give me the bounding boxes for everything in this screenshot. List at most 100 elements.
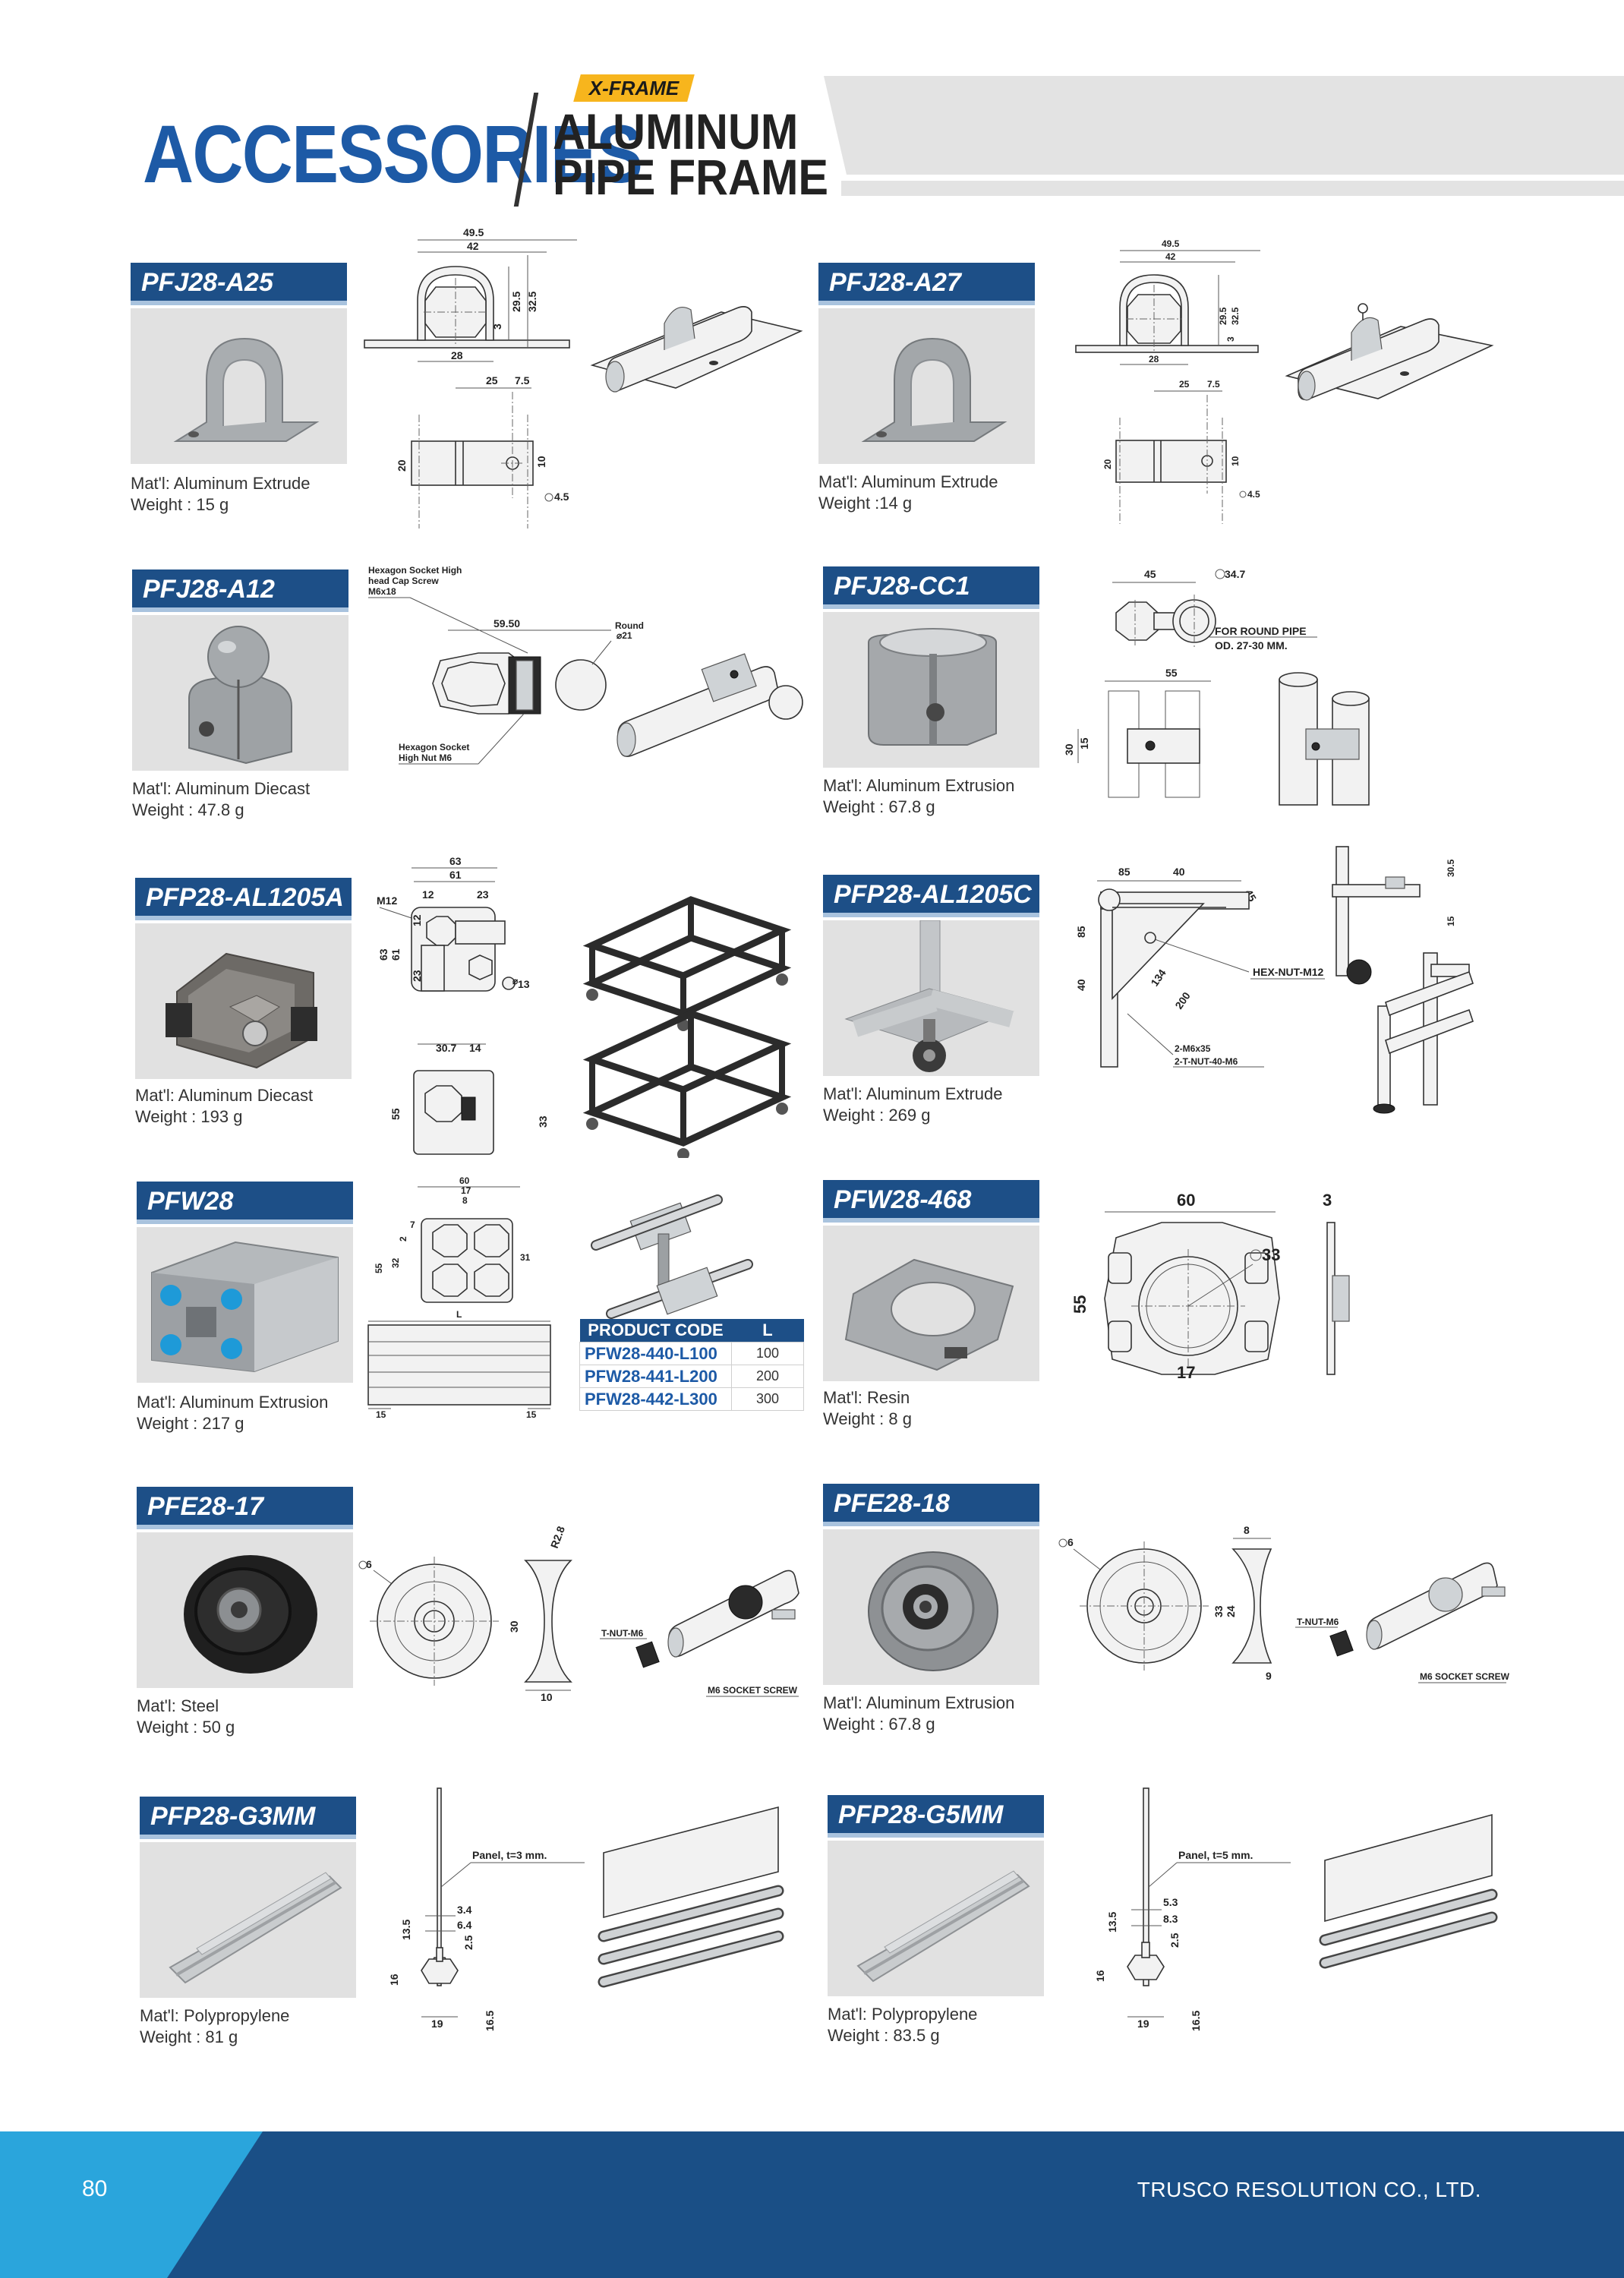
table-header-row: PRODUCT CODE L	[579, 1319, 804, 1343]
title-underline	[140, 1835, 356, 1839]
drawing-pfj28-cc1: 45 34.7 FOR ROUND PIPE OD. 27-30 MM. 55 …	[1059, 558, 1416, 816]
dim-label: ⌀21	[616, 630, 632, 641]
table-cell-l: 100	[731, 1342, 804, 1365]
header-band	[824, 76, 1624, 175]
dim-label: 13.5	[1106, 1912, 1118, 1933]
dim-label: 2.5	[462, 1935, 475, 1950]
dim-label: 42	[1165, 251, 1176, 262]
title-underline	[131, 301, 347, 305]
product-weight: Weight : 67.8 g	[823, 1715, 935, 1734]
title-underline	[137, 1219, 353, 1224]
product-title-pfj28-a25: PFJ28-A25	[131, 263, 347, 301]
title-underline	[818, 301, 1035, 305]
dim-label: 24	[1225, 1605, 1237, 1617]
product-title-pfp28-g5mm: PFP28-G5MM	[828, 1795, 1044, 1833]
dim-label: 12	[422, 888, 434, 901]
product-material: Mat'l: Polypropylene	[828, 2005, 978, 2024]
dim-label: 2	[398, 1236, 408, 1242]
product-material: Mat'l: Polypropylene	[140, 2006, 290, 2025]
title-underline	[132, 607, 348, 612]
drawing-pfp28-g5mm: Panel, t=5 mm. 5.3 8.3 2.5 13.5 16 19 16…	[1071, 1777, 1511, 2062]
title-underline	[137, 1525, 353, 1529]
drawing-pfw28: 60 17 8 55 32 2 31 7 L 15 15	[361, 1173, 816, 1435]
dim-label: 25	[1179, 379, 1190, 390]
dim-label: 10	[541, 1691, 553, 1701]
dim-label: 14	[469, 1042, 481, 1054]
dim-label: 85	[1075, 926, 1087, 938]
dim-label: 32	[390, 1257, 401, 1268]
product-photo-pfj28-a25	[131, 308, 347, 464]
dim-label: OD. 27-30 MM.	[1215, 639, 1288, 652]
dim-label: 3	[1225, 336, 1236, 342]
product-weight: Weight : 15 g	[131, 495, 229, 514]
dim-label: HEX-NUT-M12	[1253, 966, 1324, 978]
product-weight: Weight : 81 g	[140, 2027, 238, 2046]
dim-label: 30	[1063, 743, 1075, 756]
dim-label: 45	[1144, 568, 1156, 580]
drawing-pfj28-a25: 49.5 42 29.5 32.5 3 28 25 7.5 20 10 4.5	[357, 225, 812, 540]
dim-label: Hexagon Socket	[399, 742, 469, 752]
dim-label: 7	[410, 1219, 415, 1230]
dim-label: Panel, t=5 mm.	[1178, 1849, 1253, 1861]
dim-label: 15	[526, 1409, 537, 1420]
dim-label: 29.5	[1218, 307, 1228, 325]
product-photo-pfj28-cc1	[823, 612, 1039, 768]
product-material: Mat'l: Aluminum Extrusion	[137, 1393, 329, 1412]
drawing-pfe28-17: 6 30 R2.8 10 T-NUT-M6 M6 SOCKET SCREW	[358, 1519, 814, 1705]
dim-label: 4.5	[1247, 489, 1260, 500]
header-band-strip	[841, 181, 1624, 196]
product-code-table: PRODUCT CODE L PFW28-440-L100 100 PFW28-…	[579, 1319, 804, 1411]
dim-label: Round	[615, 620, 644, 631]
product-material: Mat'l: Resin	[823, 1388, 910, 1407]
table-row: PFW28-442-L300 300	[579, 1387, 804, 1411]
dim-label: 2-M6x35	[1175, 1043, 1211, 1054]
dim-label: 6	[366, 1558, 372, 1570]
svg-text:⌀: ⌀	[512, 976, 519, 986]
dim-label: Hexagon Socket High	[368, 565, 462, 576]
dim-label: 55	[1165, 667, 1178, 679]
product-title-pfj28-a27: PFJ28-A27	[818, 263, 1035, 301]
title-underline	[823, 913, 1039, 917]
dim-label: 40	[1075, 979, 1087, 991]
title-underline	[823, 604, 1039, 609]
dim-label: 8	[462, 1195, 468, 1206]
dim-label: R2.8	[548, 1525, 567, 1550]
dim-label: 19	[1137, 2018, 1149, 2030]
product-title-pfj28-a12: PFJ28-A12	[132, 570, 348, 607]
dim-label: 63	[449, 855, 462, 867]
dim-label: 200	[1172, 989, 1193, 1011]
dim-label: M12	[377, 894, 397, 907]
dim-label: 6.4	[457, 1919, 472, 1931]
dim-label: 55	[389, 1108, 402, 1120]
dim-label: 13	[518, 978, 530, 990]
drawing-pfp28-g3mm: Panel, t=3 mm. 3.4 6.4 2.5 13.5 16 19 16…	[364, 1777, 805, 2062]
product-photo-pfp28-g5mm	[828, 1841, 1044, 1996]
dim-label: 49.5	[463, 226, 484, 238]
dim-label: 63	[377, 948, 389, 961]
table-cell-l: 300	[731, 1387, 804, 1411]
product-material: Mat'l: Aluminum Extrude	[818, 472, 998, 491]
dim-label: 8.3	[1163, 1913, 1178, 1925]
title-underline	[828, 1833, 1044, 1838]
product-photo-pfw28-468	[823, 1226, 1039, 1381]
dim-label: 34.7	[1225, 568, 1245, 580]
product-material: Mat'l: Steel	[137, 1696, 219, 1715]
dim-label: 6	[1067, 1536, 1074, 1548]
product-photo-pfw28	[137, 1227, 353, 1383]
product-photo-pfe28-18	[823, 1529, 1039, 1685]
table-cell-code: PFW28-442-L300	[579, 1387, 732, 1411]
dim-label: 20	[396, 459, 408, 472]
dim-label: 28	[1149, 354, 1159, 364]
product-weight: Weight : 67.8 g	[823, 797, 935, 816]
dim-label: 5.3	[1163, 1896, 1178, 1908]
page-title: ACCESSORIES	[143, 108, 643, 200]
dim-label: 9	[1266, 1670, 1272, 1682]
product-material: Mat'l: Aluminum Extrude	[823, 1084, 1003, 1103]
dim-label: 55	[1071, 1295, 1089, 1314]
dim-label: 23	[477, 888, 489, 901]
product-title-pfw28-468: PFW28-468	[823, 1180, 1039, 1218]
dim-label: head Cap Screw	[368, 576, 439, 586]
drawing-pfw28-468: 60 3 55 33 17	[1063, 1185, 1367, 1401]
product-weight: Weight : 193 g	[135, 1107, 243, 1126]
dim-label: 30.5	[1446, 859, 1456, 877]
